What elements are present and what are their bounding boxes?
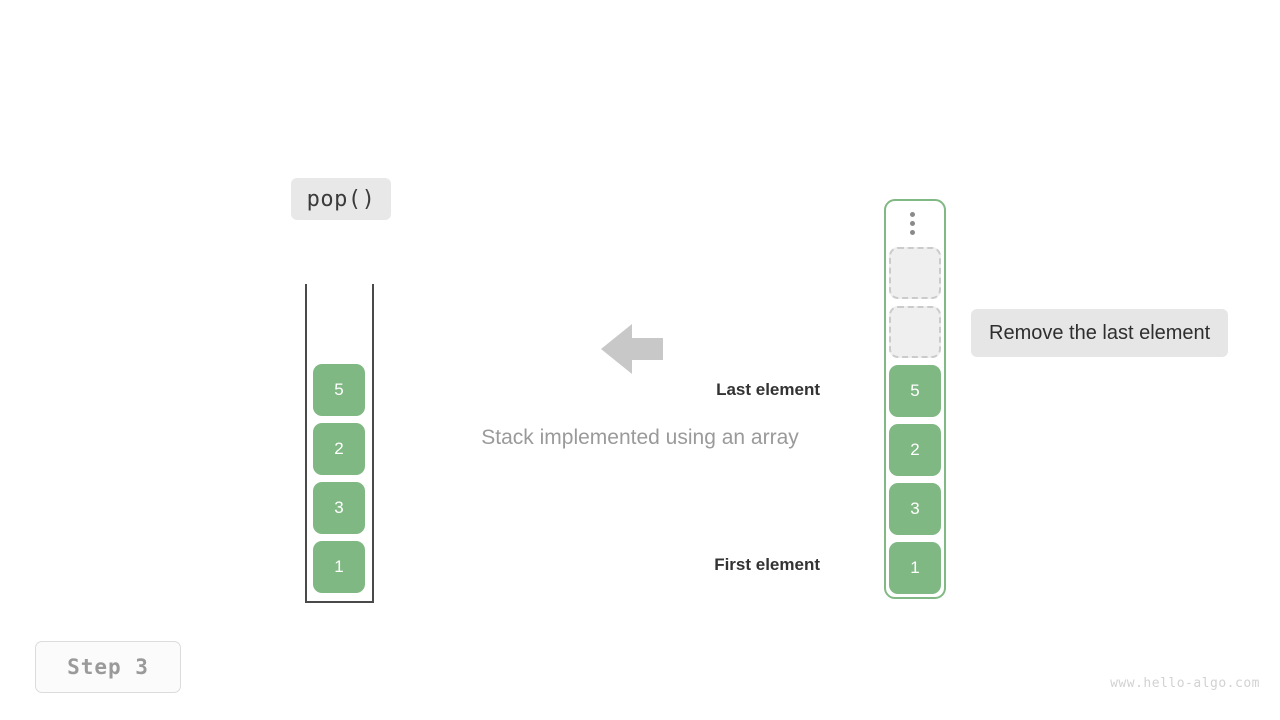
array-cell: 5 — [889, 365, 941, 417]
stack-cell: 3 — [313, 482, 365, 534]
array-cell-value: 3 — [910, 499, 920, 518]
annotation-first-element: First element — [714, 555, 820, 574]
step-badge-text: Step 3 — [67, 655, 149, 679]
stack-cell-list: 5 2 3 1 — [313, 364, 365, 593]
annotation-last-element: Last element — [716, 380, 820, 399]
diagram-caption: Stack implemented using an array — [481, 426, 799, 449]
stack-cell: 1 — [313, 541, 365, 593]
operation-label-text: pop() — [306, 186, 376, 212]
stack-container — [305, 284, 374, 603]
ellipsis-dot — [910, 212, 915, 217]
watermark: www.hello-algo.com — [1110, 676, 1260, 691]
step-badge: Step 3 — [35, 641, 181, 693]
array-empty-slot — [889, 306, 941, 358]
stack-cell: 2 — [313, 423, 365, 475]
stack-cell-value: 1 — [334, 557, 344, 576]
operation-label: pop() — [291, 178, 391, 220]
operation-note-text: Remove the last element — [989, 321, 1211, 344]
stack-cell: 5 — [313, 364, 365, 416]
stack-cell-value: 2 — [334, 439, 344, 458]
array-cell: 2 — [889, 424, 941, 476]
ellipsis-dot — [910, 230, 915, 235]
left-arrow-icon — [601, 320, 663, 378]
array-empty-slot — [889, 247, 941, 299]
array-cell: 3 — [889, 483, 941, 535]
array-cell-value: 1 — [910, 558, 920, 577]
stack-cell-value: 3 — [334, 498, 344, 517]
array-cell-list: 5 2 3 1 — [889, 247, 941, 594]
vertical-ellipsis-icon — [910, 212, 915, 235]
array-cell-value: 5 — [910, 381, 920, 400]
operation-note: Remove the last element — [971, 309, 1229, 357]
ellipsis-dot — [910, 221, 915, 226]
stack-cell-value: 5 — [334, 380, 344, 399]
array-cell: 1 — [889, 542, 941, 594]
array-cell-value: 2 — [910, 440, 920, 459]
